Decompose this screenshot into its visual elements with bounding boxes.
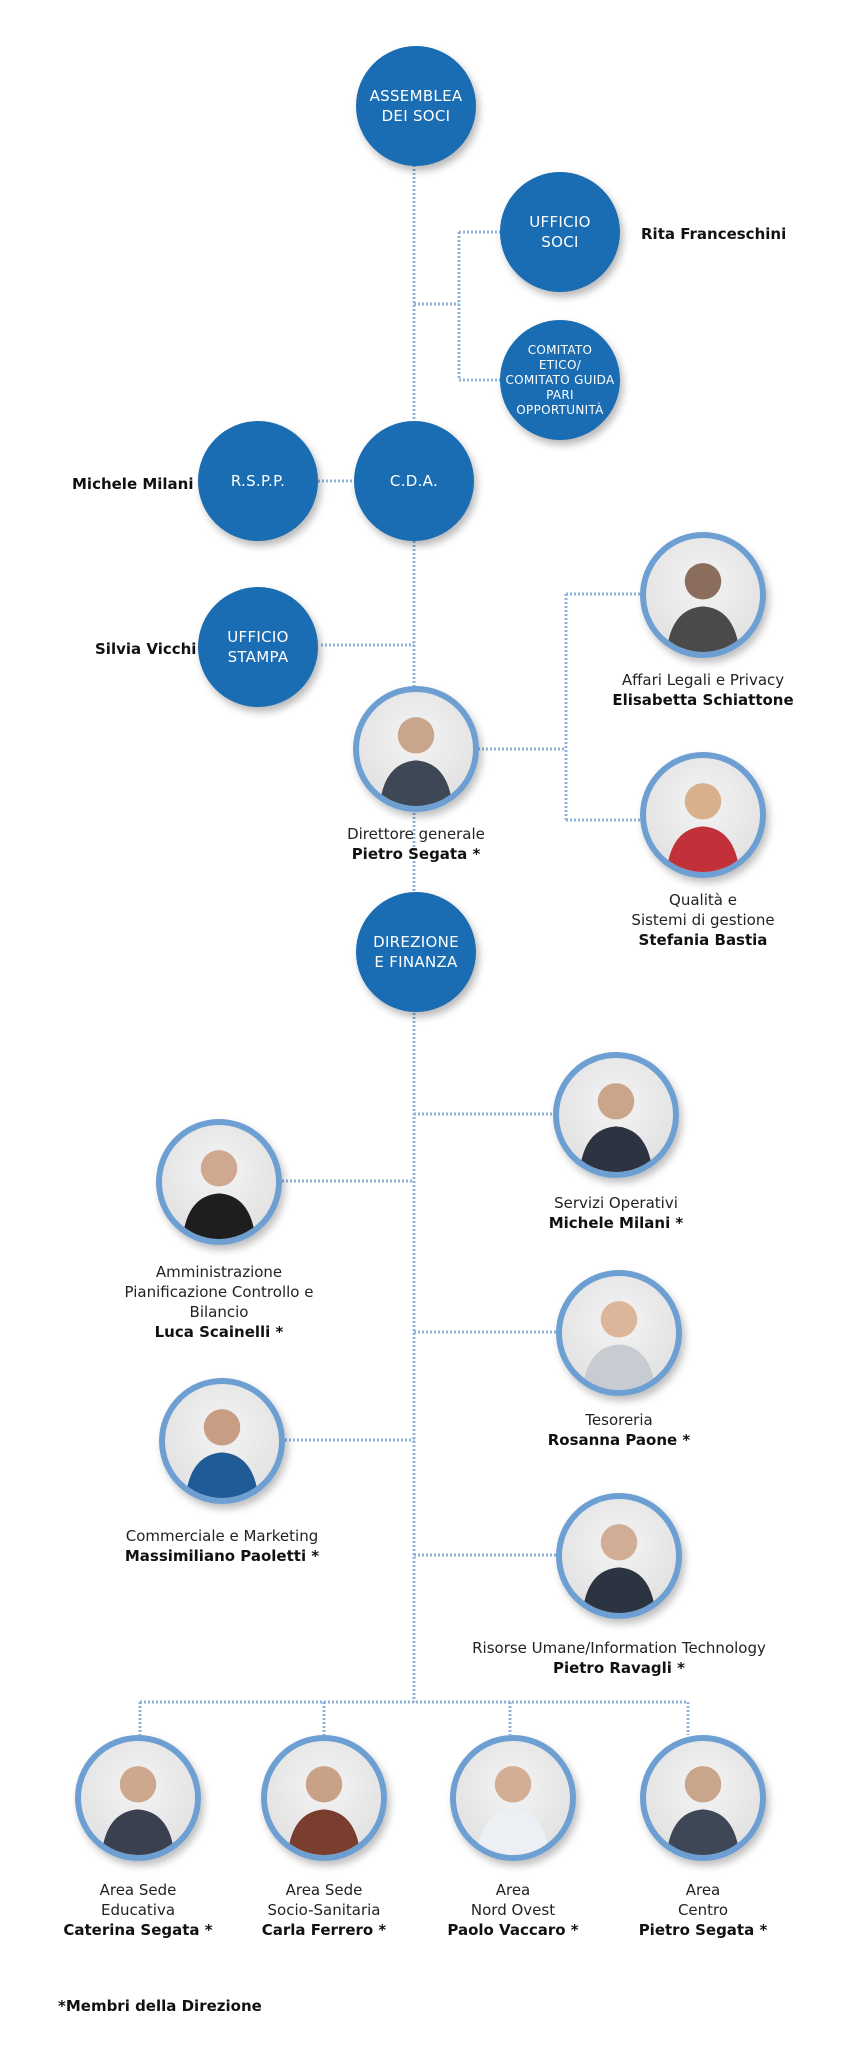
area-centro-label: Area Centro Pietro Segata * — [608, 1880, 798, 1940]
role-text: Servizi Operativi — [554, 1194, 678, 1212]
role-text: Qualità e Sistemi di gestione — [631, 891, 775, 929]
role-text: Risorse Umane/Information Technology — [472, 1639, 766, 1657]
person-name: Pietro Ravagli * — [552, 1659, 686, 1677]
ufficio-stampa-name: Silvia Vicchi — [95, 640, 197, 658]
person-avatar-icon — [287, 1766, 361, 1855]
rspp-name: Michele Milani — [72, 475, 194, 493]
area-centro-photo — [640, 1735, 766, 1861]
person-avatar-icon — [666, 1766, 740, 1855]
person-name: Pietro Segata * — [638, 1921, 768, 1939]
direttore-label: Direttore generale Pietro Segata * — [300, 824, 532, 864]
area-nord-ovest-photo — [450, 1735, 576, 1861]
person-name: Michele Milani * — [548, 1214, 684, 1232]
role-text: Direttore generale — [347, 825, 485, 843]
assemblea-dei-soci-node: ASSEMBLEA DEI SOCI — [356, 46, 476, 166]
role-text: Commerciale e Marketing — [125, 1527, 319, 1545]
person-avatar-icon — [666, 563, 740, 652]
role-text: Area Sede Socio-Sanitaria — [267, 1881, 381, 1919]
person-name: Luca Scainelli * — [154, 1323, 284, 1341]
role-text: Amministrazione Pianificazione Controllo… — [124, 1263, 314, 1321]
person-avatar-icon — [185, 1409, 259, 1498]
ufficio-stampa-node: UFFICIO STAMPA — [198, 587, 318, 707]
direttore-photo — [353, 686, 479, 812]
person-name: Carla Ferrero * — [261, 1921, 387, 1939]
servizi-operativi-photo — [553, 1052, 679, 1178]
role-text: Area Nord Ovest — [470, 1881, 556, 1919]
role-text: Tesoreria — [585, 1411, 653, 1429]
direzione-finanza-node: DIREZIONE E FINANZA — [356, 892, 476, 1012]
risorse-umane-label: Risorse Umane/Information Technology Pie… — [439, 1638, 799, 1678]
affari-legali-photo — [640, 532, 766, 658]
cda-node: C.D.A. — [354, 421, 474, 541]
person-avatar-icon — [582, 1301, 656, 1390]
area-educativa-label: Area Sede Educativa Caterina Segata * — [43, 1880, 233, 1940]
person-avatar-icon — [579, 1083, 653, 1172]
footnote: *Membri della Direzione — [58, 1997, 262, 2015]
person-avatar-icon — [666, 783, 740, 872]
person-name: Elisabetta Schiattone — [612, 691, 794, 709]
area-educativa-photo — [75, 1735, 201, 1861]
qualita-label: Qualità e Sistemi di gestione Stefania B… — [583, 890, 823, 950]
role-text: Area Centro — [677, 1881, 729, 1919]
affari-legali-label: Affari Legali e Privacy Elisabetta Schia… — [583, 670, 823, 710]
person-name: Rosanna Paone * — [547, 1431, 691, 1449]
person-name: Caterina Segata * — [63, 1921, 213, 1939]
risorse-umane-photo — [556, 1493, 682, 1619]
commerciale-label: Commerciale e Marketing Massimiliano Pao… — [82, 1526, 362, 1566]
person-name: Massimiliano Paoletti * — [124, 1547, 320, 1565]
person-avatar-icon — [379, 717, 453, 806]
tesoreria-label: Tesoreria Rosanna Paone * — [499, 1410, 739, 1450]
tesoreria-photo — [556, 1270, 682, 1396]
area-nord-ovest-label: Area Nord Ovest Paolo Vaccaro * — [418, 1880, 608, 1940]
person-avatar-icon — [476, 1766, 550, 1855]
role-text: Area Sede Educativa — [99, 1881, 177, 1919]
ufficio-soci-node: UFFICIO SOCI — [500, 172, 620, 292]
amministrazione-label: Amministrazione Pianificazione Controllo… — [79, 1262, 359, 1342]
qualita-photo — [640, 752, 766, 878]
person-avatar-icon — [182, 1150, 256, 1239]
servizi-operativi-label: Servizi Operativi Michele Milani * — [496, 1193, 736, 1233]
role-text: Affari Legali e Privacy — [621, 671, 785, 689]
amministrazione-photo — [156, 1119, 282, 1245]
ufficio-soci-name: Rita Franceschini — [641, 225, 787, 243]
person-avatar-icon — [101, 1766, 175, 1855]
area-socio-sanitaria-label: Area Sede Socio-Sanitaria Carla Ferrero … — [229, 1880, 419, 1940]
rspp-node: R.S.P.P. — [198, 421, 318, 541]
comitato-etico-node: COMITATO ETICO/ COMITATO GUIDA PARI OPPO… — [500, 320, 620, 440]
area-socio-sanitaria-photo — [261, 1735, 387, 1861]
person-avatar-icon — [582, 1524, 656, 1613]
person-name: Stefania Bastia — [638, 931, 768, 949]
commerciale-photo — [159, 1378, 285, 1504]
person-name: Pietro Segata * — [351, 845, 481, 863]
person-name: Paolo Vaccaro * — [447, 1921, 579, 1939]
